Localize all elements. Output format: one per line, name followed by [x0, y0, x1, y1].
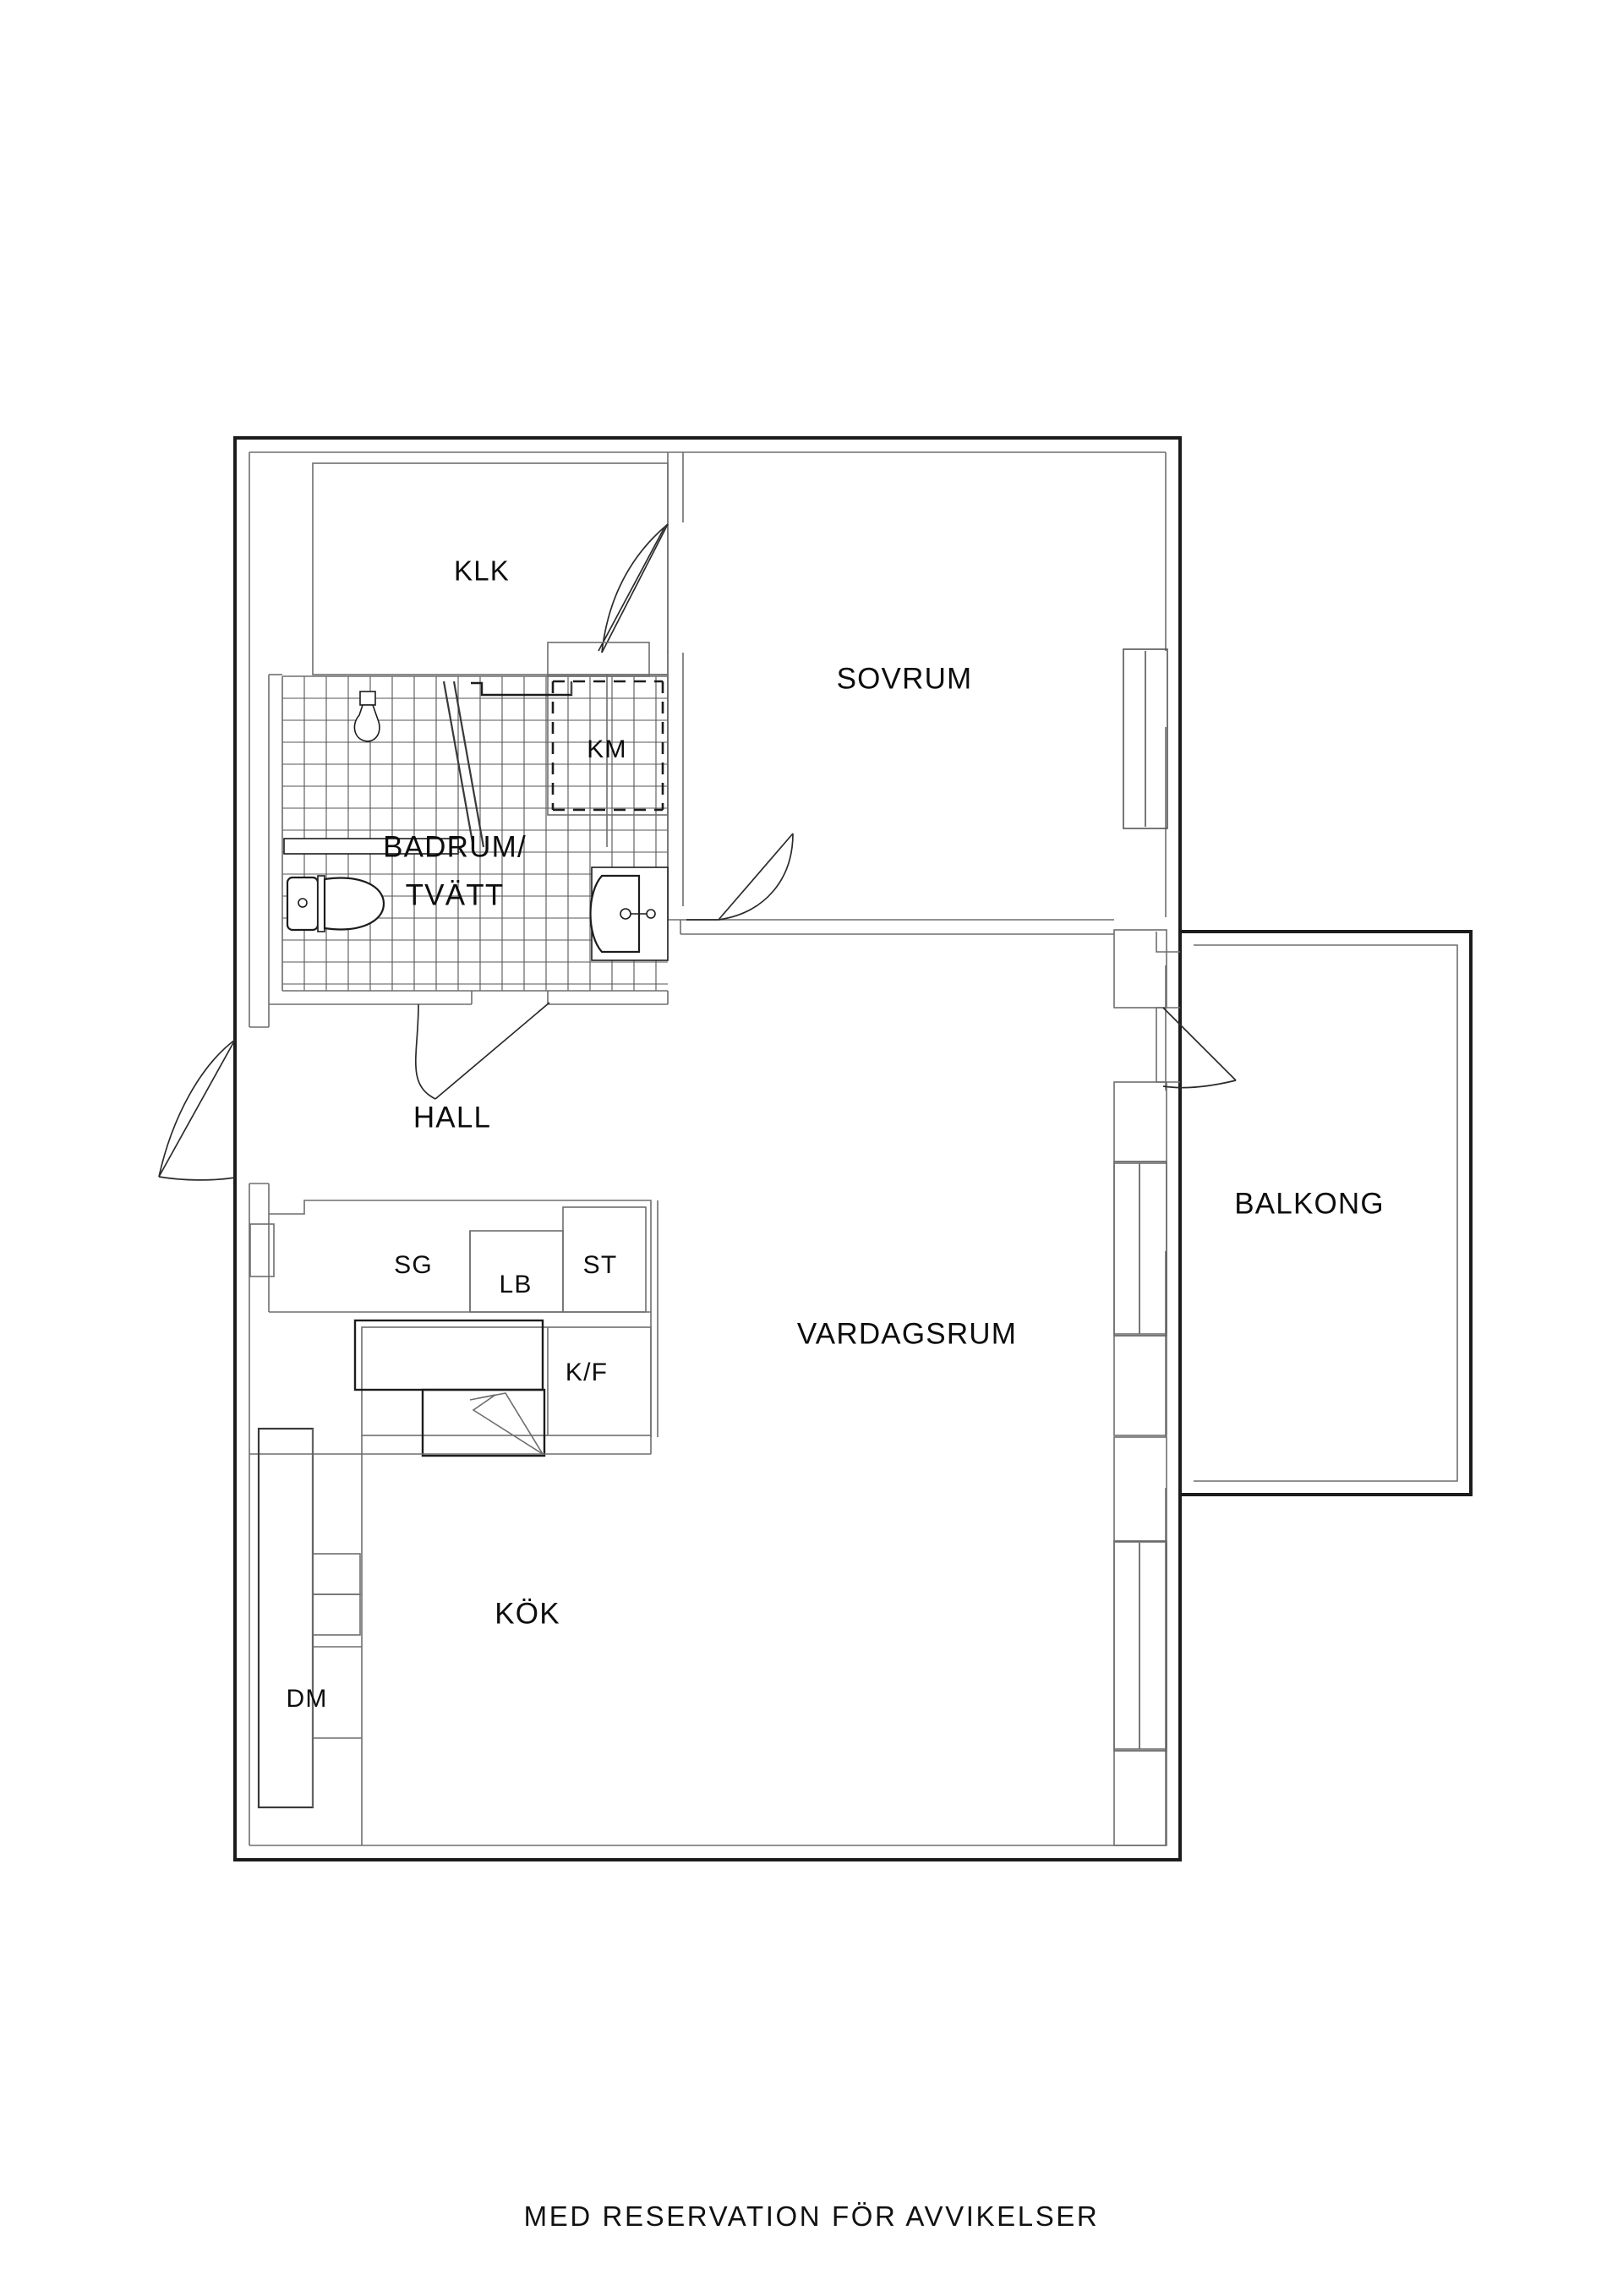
- room-labels: KLK SOVRUM KM BADRUM/ TVÄTT HALL BALKONG…: [286, 555, 1385, 1713]
- room-label-balkong: BALKONG: [1234, 1187, 1385, 1220]
- room-label-vardagsrum: VARDAGSRUM: [797, 1317, 1017, 1350]
- stove-icon: [421, 1388, 546, 1457]
- room-label-sg: SG: [394, 1251, 433, 1279]
- balcony-structure: [1156, 930, 1473, 1496]
- apartment-outline: [233, 436, 1182, 1861]
- entrance-door[interactable]: [158, 1039, 236, 1181]
- washing-machine-km: [547, 642, 669, 847]
- hall-walls: [249, 1004, 270, 1214]
- bathroom-door[interactable]: [415, 1002, 550, 1100]
- hall-closet-block: [249, 1200, 658, 1437]
- room-label-kok: KÖK: [495, 1597, 560, 1630]
- footer-disclaimer: MED RESERVATION FÖR AVVIKELSER: [524, 2200, 1100, 2232]
- bedroom-door[interactable]: [686, 833, 794, 921]
- shower-head-icon: [353, 691, 380, 742]
- room-label-km: KM: [587, 735, 626, 763]
- room-label-sovrum: SOVRUM: [837, 662, 973, 695]
- klk-door[interactable]: [598, 523, 669, 653]
- window-bedroom: [1123, 648, 1168, 829]
- room-label-dm: DM: [286, 1685, 327, 1713]
- bath-ledge: [283, 838, 459, 855]
- kitchen-walls: [249, 1435, 652, 1845]
- room-label-lb: LB: [499, 1271, 532, 1298]
- shower-glass-door[interactable]: [442, 681, 485, 848]
- room-label-badrum: BADRUM/: [383, 830, 527, 863]
- outer-wall-inner-face: [249, 451, 1167, 1846]
- balcony-wall-piers: [1113, 929, 1167, 1846]
- window-group: [1113, 648, 1168, 1752]
- balcony-door[interactable]: [1162, 1007, 1237, 1089]
- room-label-st: ST: [583, 1251, 618, 1279]
- kitchen-tall-units: [257, 1427, 362, 1809]
- klk-walls: [312, 462, 669, 675]
- sink-icon: [589, 866, 669, 961]
- shower-rail: [471, 681, 573, 697]
- window-living-upper: [1113, 1161, 1167, 1337]
- room-label-klk: KLK: [454, 555, 510, 587]
- room-label-tvatt: TVÄTT: [406, 878, 505, 911]
- room-label-kf: K/F: [566, 1358, 608, 1386]
- kitchen-upper-run: [353, 1319, 652, 1457]
- window-living-lower: [1113, 1540, 1167, 1752]
- room-label-hall: HALL: [413, 1101, 491, 1134]
- toilet-icon: [286, 875, 385, 932]
